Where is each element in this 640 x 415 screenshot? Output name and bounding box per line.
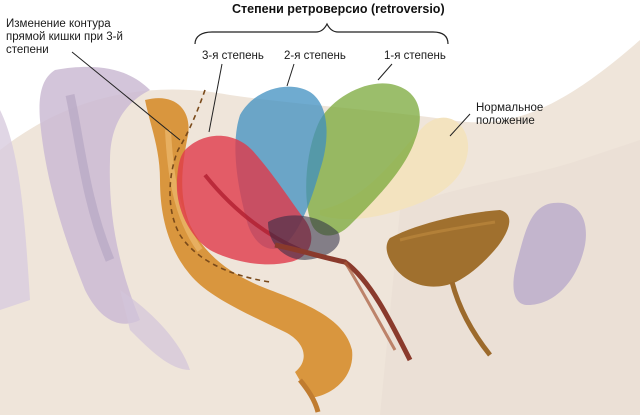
uterus-degree-1 — [306, 83, 420, 236]
pointer-rectum — [71, 51, 181, 141]
pointer-degree-2 — [286, 63, 295, 87]
bladder-texture — [399, 220, 496, 242]
label-normal-line-2: положение — [476, 115, 535, 127]
rectum-changed-contour — [169, 89, 271, 283]
label-rectum-change: Изменение контура прямой кишки при 3-й с… — [6, 18, 156, 57]
sacrum-segment — [65, 94, 115, 262]
label-rectum-line-3: степени — [6, 44, 49, 56]
diagram-title: Степени ретроверсио (retroversio) — [232, 2, 445, 16]
pointer-normal — [449, 113, 471, 137]
anal-canal — [298, 378, 321, 413]
bladder — [386, 210, 510, 287]
sacrum — [39, 66, 150, 324]
pointer-degree-1 — [377, 63, 393, 81]
label-degree-1: 1-я степень — [384, 50, 446, 62]
label-normal-line-1: Нормальное — [476, 102, 544, 114]
label-degree-3: 3-я степень — [202, 50, 264, 62]
urethra — [449, 281, 492, 357]
label-rectum-line-2: прямой кишки при 3-й — [6, 31, 123, 43]
title-brace — [194, 22, 449, 45]
rectum-highlight — [165, 129, 203, 252]
label-degree-2: 2-я степень — [284, 50, 346, 62]
vaginal-wall — [343, 261, 397, 351]
spine-left — [0, 110, 30, 310]
label-rectum-line-1: Изменение контура — [6, 18, 111, 30]
rectum — [145, 98, 353, 399]
pubic-bone — [513, 202, 586, 305]
label-normal-position: Нормальное положение — [476, 102, 543, 128]
pointer-degree-3 — [208, 63, 223, 133]
coccyx — [120, 290, 190, 370]
